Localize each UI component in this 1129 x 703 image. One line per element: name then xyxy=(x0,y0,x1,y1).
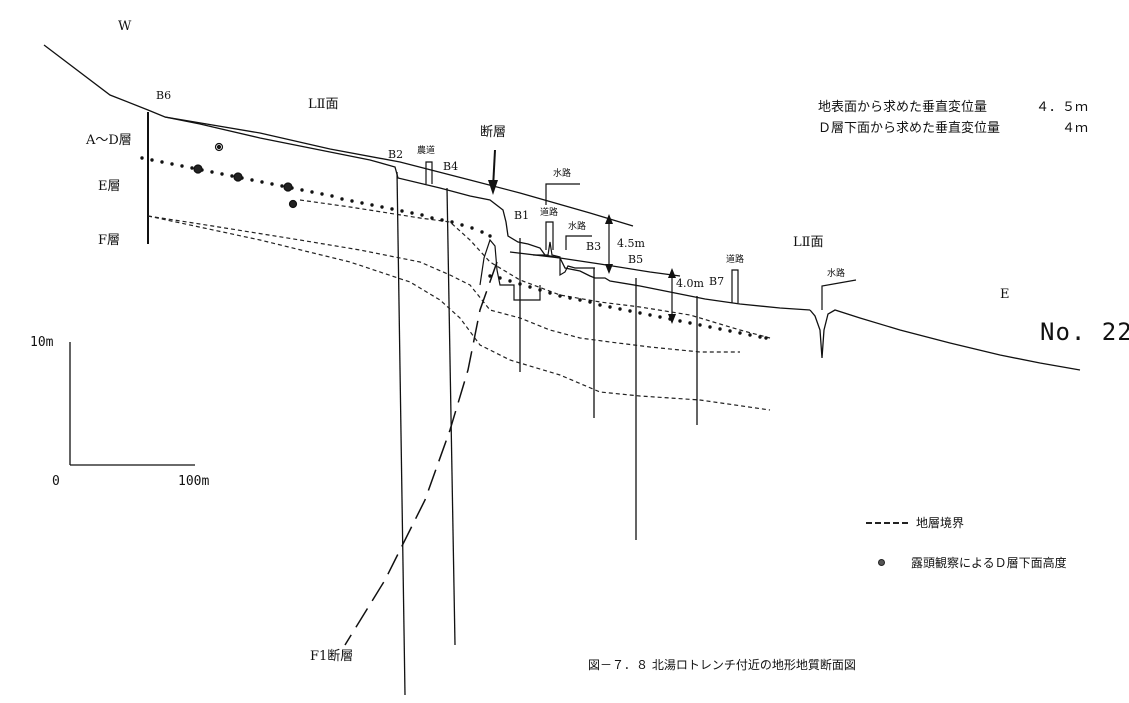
west-label: W xyxy=(118,19,132,34)
road-label-2: 道路 xyxy=(726,255,745,265)
borehole-b2-label: B2 xyxy=(388,148,404,161)
fault-label: 断層 xyxy=(480,125,507,140)
note-surface-value: ４．５ｍ xyxy=(1036,100,1089,115)
disp-arrow-upper-head-bottom xyxy=(605,264,613,274)
layer-ad-label: A～D層 xyxy=(86,133,132,148)
layer-f-label: F層 xyxy=(98,233,121,248)
road-structure-1 xyxy=(545,221,554,250)
borehole-b7-label: B7 xyxy=(709,275,725,288)
scale-origin-label: 0 xyxy=(52,474,60,489)
road-notch xyxy=(533,241,595,277)
displacement-upper-label: 4.5m xyxy=(617,237,645,250)
outcrop-markers xyxy=(193,142,298,209)
d-layer-base-west xyxy=(140,156,492,238)
waterway-label-3: 水路 xyxy=(827,269,846,279)
legend-boundary-text: 地層境界 xyxy=(916,516,965,530)
note-d-layer-displacement: Ｄ層下面から求めた垂直変位量 ４ｍ xyxy=(818,117,1088,136)
displacement-lower-label: 4.0m xyxy=(676,277,704,290)
east-label: E xyxy=(1000,287,1010,302)
waterway-bracket-1 xyxy=(545,183,580,205)
borehole-b2-line-a xyxy=(396,171,406,696)
note-d-layer-value: ４ｍ xyxy=(1062,121,1089,136)
f1-fault-line xyxy=(344,261,498,646)
waterway-label-2: 水路 xyxy=(568,222,587,232)
borehole-b3-label: B3 xyxy=(586,240,602,253)
note-surface-displacement: 地表面から求めた垂直変位量 ４．５ｍ xyxy=(818,96,1088,115)
waterway-bracket-2 xyxy=(565,235,592,250)
legend-outcrop-text: 露頭観察によるＤ層下面高度 xyxy=(911,556,1067,570)
fault-arrowhead xyxy=(488,180,498,195)
ground-surface-east xyxy=(809,309,1081,371)
f1-fault-label: F1断層 xyxy=(310,649,354,664)
legend-outcrop: 露頭観察によるＤ層下面高度 xyxy=(878,554,1067,571)
borehole-b2-line-b xyxy=(446,187,456,646)
waterway-label-1: 水路 xyxy=(553,169,572,179)
surface-l2-west-label: LⅡ面 xyxy=(308,97,339,112)
disp-arrow-upper-head-top xyxy=(605,214,613,224)
legend-dot-symbol xyxy=(878,559,885,566)
figure-number: No. 22 xyxy=(1040,318,1129,346)
borehole-b4-label: B4 xyxy=(443,160,459,173)
boundary-ad-e-lower xyxy=(299,199,771,339)
note-d-layer-text: Ｄ層下面から求めた垂直変位量 xyxy=(818,121,1001,136)
legend-dash-symbol xyxy=(866,521,908,524)
road-structure-2 xyxy=(731,269,739,303)
disp-arrow-lower-head-top xyxy=(668,268,676,278)
waterway-bracket-3 xyxy=(821,279,857,310)
scale-horizontal-label: 100m xyxy=(178,474,210,489)
borehole-b6-label: B6 xyxy=(156,89,172,102)
layer-e-label: E層 xyxy=(98,179,121,194)
farm-road-structure xyxy=(425,161,433,184)
lower-surface-line xyxy=(509,251,681,277)
borehole-b5-label: B5 xyxy=(628,253,644,266)
borehole-b1-label: B1 xyxy=(514,209,530,222)
farm-road-label: 農道 xyxy=(417,146,436,156)
boundary-deep xyxy=(147,215,771,411)
scale-vertical-label: 10m xyxy=(30,335,54,350)
trench-notch xyxy=(479,238,541,301)
surface-l2-east-label: LⅡ面 xyxy=(793,235,824,250)
legend-boundary: 地層境界 xyxy=(866,514,964,531)
disp-arrow-lower-head-bottom xyxy=(668,314,676,324)
road-label-1: 道路 xyxy=(540,208,559,218)
d-layer-base-east xyxy=(488,274,768,340)
note-surface-text: 地表面から求めた垂直変位量 xyxy=(818,100,988,115)
boundary-e-f xyxy=(147,215,740,353)
figure-caption: 図－７．８ 北湯ロトレンチ付近の地形地質断面図 xyxy=(588,658,856,672)
upper-surface-line xyxy=(164,116,634,227)
ground-surface-west xyxy=(43,44,811,311)
